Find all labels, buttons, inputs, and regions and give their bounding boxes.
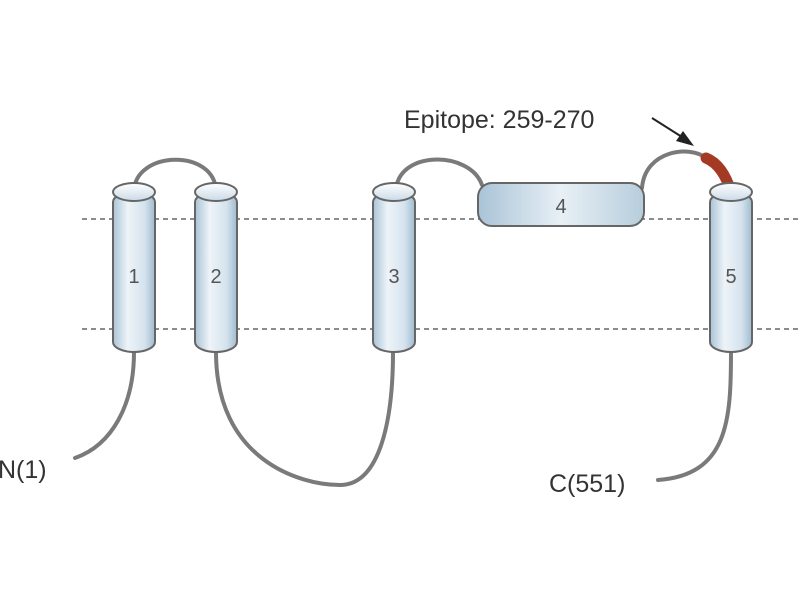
- helix-3-label: 3: [388, 266, 399, 288]
- c-terminus-tail: [656, 350, 733, 482]
- loop-3-4: [394, 157, 484, 194]
- helix-1-cap: [112, 182, 156, 202]
- helix-1-label: 1: [128, 266, 139, 288]
- helix-5: 5: [709, 182, 753, 353]
- c-terminus-label: C(551): [549, 470, 625, 498]
- helix-3-cap: [372, 182, 416, 202]
- helix-5-label: 5: [725, 266, 736, 288]
- n-terminus-label: N(1): [0, 456, 47, 484]
- loop-1-2: [132, 157, 218, 194]
- helix-4: 4: [477, 182, 645, 227]
- n-terminus-tail: [73, 350, 136, 460]
- epitope-label: Epitope: 259-270: [404, 106, 594, 134]
- helix-2-cap: [194, 182, 238, 202]
- loop-2-3: [214, 350, 395, 488]
- helix-3: 3: [372, 182, 416, 353]
- helix-5-cap: [709, 182, 753, 202]
- helix-4-label: 4: [555, 196, 566, 218]
- helix-2-label: 2: [210, 266, 221, 288]
- helix-2: 2: [194, 182, 238, 353]
- helix-1: 1: [112, 182, 156, 353]
- loop-4-5: [640, 149, 708, 190]
- epitope-arrow: [651, 117, 694, 146]
